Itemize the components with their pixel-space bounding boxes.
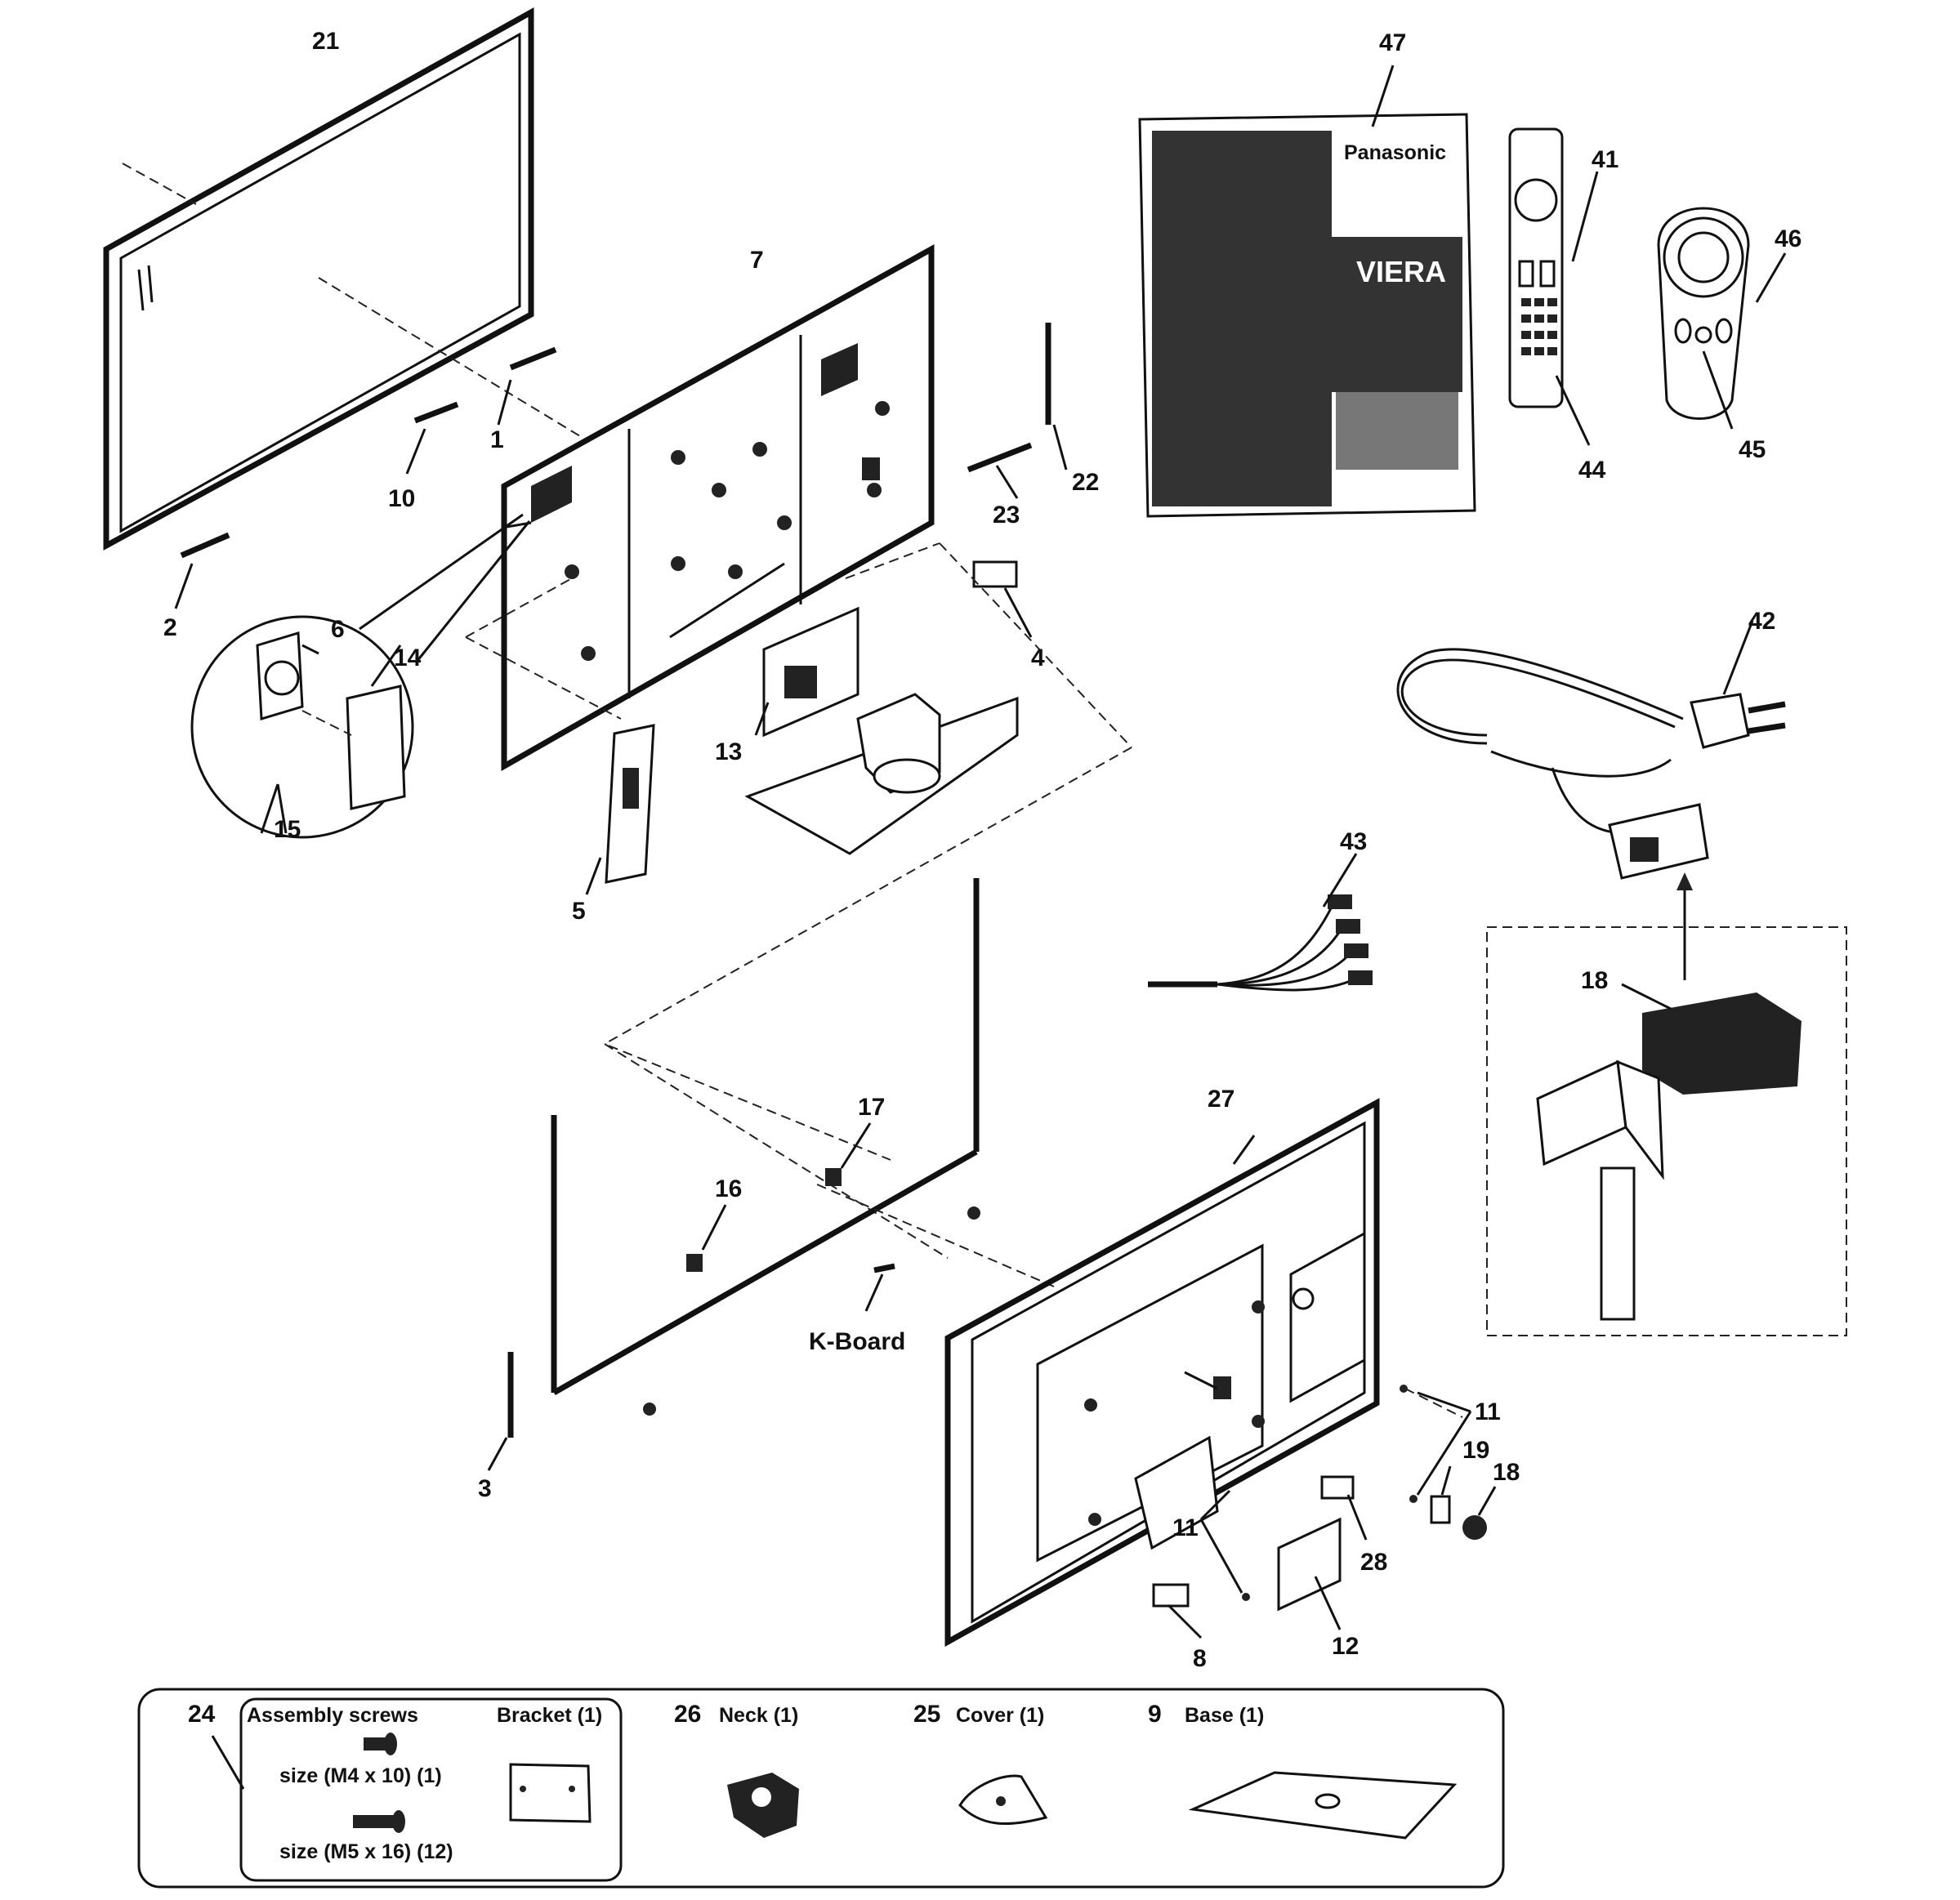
- plug-18-small: [1462, 1486, 1497, 1540]
- touch-remote-46: [1657, 207, 1787, 430]
- av-cable-43: [1148, 853, 1373, 992]
- front-panel-21: [103, 7, 589, 551]
- label-2: 2: [163, 614, 177, 641]
- frame-screw: [643, 1403, 656, 1416]
- clip-4: [972, 560, 1033, 638]
- label-k-board: K-Board: [809, 1328, 905, 1355]
- label-26: 26: [674, 1701, 701, 1728]
- label-6: 6: [331, 616, 345, 643]
- terminal-cover-5: [585, 724, 655, 895]
- clip-17: [825, 1122, 872, 1186]
- strip-10: [405, 401, 459, 475]
- packaged-parts-panel: [137, 1688, 1505, 1889]
- label-21: 21: [312, 28, 339, 55]
- label-41: 41: [1592, 146, 1618, 173]
- clip-28: [1320, 1475, 1368, 1541]
- side-strip-3: [487, 1352, 514, 1471]
- label-23: 23: [993, 502, 1020, 529]
- strip-1: [497, 346, 557, 426]
- label-18-detail: 18: [1581, 967, 1608, 994]
- bracket-label: Bracket (1): [497, 1704, 602, 1727]
- label-5: 5: [572, 898, 586, 925]
- label-47: 47: [1379, 29, 1406, 56]
- stand-neck-base: [744, 693, 1019, 855]
- label-3: 3: [478, 1475, 492, 1502]
- chassis-7: [501, 244, 935, 772]
- label-11-right: 11: [1475, 1398, 1501, 1425]
- label-16: 16: [715, 1175, 742, 1202]
- screw-m4-label: size (M4 x 10) (1): [279, 1764, 442, 1787]
- label-19: 19: [1462, 1437, 1489, 1464]
- side-strip-22: [1045, 323, 1068, 471]
- screw-m5-label: size (M5 x 16) (12): [279, 1840, 453, 1863]
- clip-16: [686, 1204, 727, 1272]
- label-46: 46: [1775, 225, 1802, 252]
- base-icon: [1188, 1771, 1458, 1840]
- base-label: Base (1): [1185, 1704, 1264, 1727]
- label-14: 14: [394, 644, 422, 671]
- rear-cabinet-27: [944, 1098, 1380, 1647]
- neck-label: Neck (1): [719, 1704, 798, 1727]
- label-13: 13: [715, 738, 742, 765]
- cover-icon: [958, 1774, 1048, 1826]
- strip-2: [174, 532, 230, 609]
- label-1: 1: [490, 426, 504, 453]
- stand-dash-outline: [465, 542, 1132, 1259]
- bracket-icon: [509, 1763, 592, 1823]
- label-24: 24: [188, 1701, 216, 1728]
- label-45: 45: [1739, 436, 1766, 463]
- label-12: 12: [1332, 1633, 1359, 1660]
- label-22: 22: [1072, 469, 1099, 496]
- clip-19: [1430, 1465, 1452, 1524]
- label-28: 28: [1360, 1549, 1387, 1576]
- operating-manual-47: Panasonic VIERA: [1138, 65, 1476, 518]
- label-9: 9: [1148, 1701, 1162, 1728]
- part-number-labels: 21 1 10 2 7 22 23 4 6 14 15 13 5 47 41 4…: [163, 28, 1802, 1672]
- screw-m5-icon: [353, 1810, 405, 1833]
- stand-bracket-13: [754, 606, 859, 738]
- label-4: 4: [1031, 644, 1045, 671]
- manual-product-text: VIERA: [1356, 255, 1446, 288]
- label-8: 8: [1193, 1645, 1207, 1672]
- label-42: 42: [1748, 608, 1775, 635]
- label-25: 25: [913, 1701, 940, 1728]
- plug-detail-box: [1486, 872, 1847, 1336]
- label-18-rear: 18: [1493, 1459, 1520, 1486]
- strip-23: [967, 442, 1033, 499]
- neck-icon: [727, 1773, 799, 1838]
- rear-frame: [551, 878, 1055, 1396]
- frame-screw: [967, 1206, 980, 1220]
- cover-label: Cover (1): [956, 1704, 1044, 1727]
- screw-11-set: [1199, 1385, 1472, 1601]
- clip-8: [1152, 1583, 1203, 1639]
- remote-control-41: [1508, 127, 1599, 446]
- label-27: 27: [1208, 1086, 1234, 1113]
- label-43: 43: [1340, 828, 1367, 855]
- label-10: 10: [388, 485, 415, 512]
- screw-m4-icon: [364, 1733, 397, 1755]
- power-cord-42: [1396, 620, 1786, 880]
- packaged-parts-labels: 24 Assembly screws size (M4 x 10) (1) si…: [188, 1701, 1264, 1863]
- k-board: [864, 1263, 895, 1312]
- bracket-12: [1277, 1517, 1342, 1630]
- manual-brand-text: Panasonic: [1344, 141, 1446, 164]
- label-7: 7: [750, 247, 764, 274]
- label-11-left: 11: [1172, 1514, 1199, 1541]
- label-44: 44: [1578, 457, 1606, 484]
- label-15: 15: [274, 816, 301, 843]
- assembly-screws-title: Assembly screws: [247, 1704, 418, 1727]
- callout-circle: [190, 513, 531, 839]
- label-17: 17: [858, 1094, 885, 1121]
